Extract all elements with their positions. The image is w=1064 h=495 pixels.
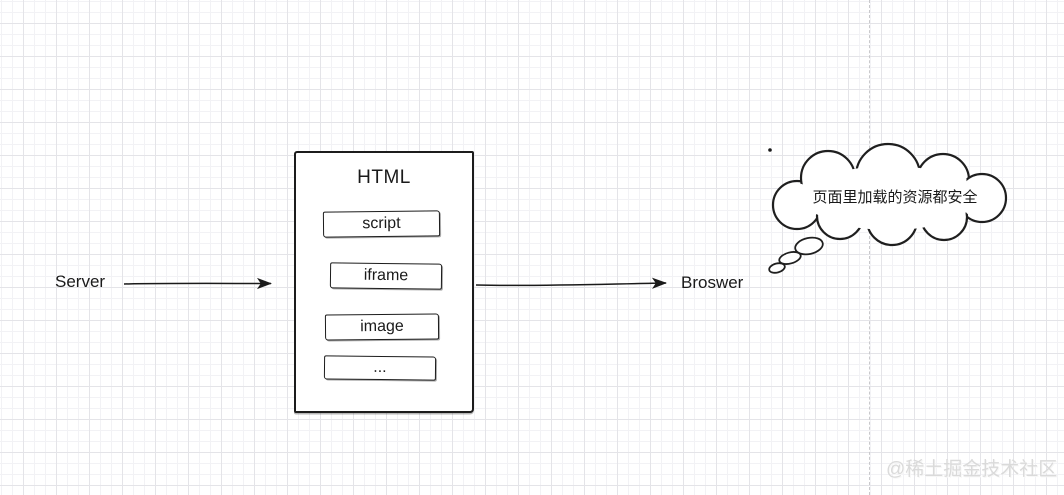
resource-item-image: image (324, 313, 440, 341)
pen-dot-mark (768, 148, 772, 152)
resource-item-ellipsis: ... (323, 355, 437, 381)
resource-item-iframe-label: iframe (363, 266, 409, 285)
server-to-html-arrow (123, 277, 272, 290)
resource-item-iframe: iframe (329, 262, 443, 290)
resource-item-script-label: script (362, 214, 401, 233)
resource-item-image-label: image (360, 317, 404, 336)
thought-cloud-text: 页面里加载的资源都安全 (812, 189, 978, 206)
html-box: HTML script iframe image ... (294, 151, 474, 413)
resource-item-script: script (322, 210, 441, 238)
resource-item-ellipsis-label: ... (373, 358, 387, 377)
page-divider-line (869, 0, 870, 495)
html-to-browser-arrow (475, 277, 667, 289)
watermark: @稀土掘金技术社区 (886, 459, 1058, 480)
server-label: Server (55, 272, 106, 291)
html-box-title: HTML (357, 167, 411, 188)
browser-label: Broswer (681, 273, 744, 292)
thought-bubble-tail (768, 236, 824, 274)
